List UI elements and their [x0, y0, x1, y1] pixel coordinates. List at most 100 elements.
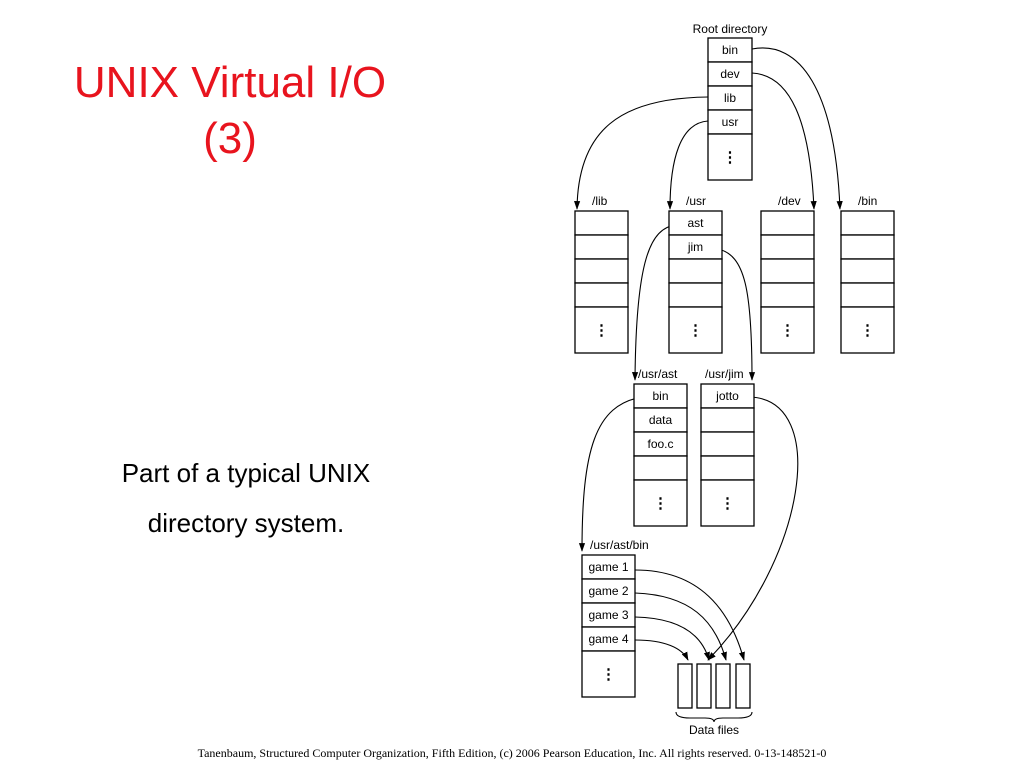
directory-label: /usr/ast/bin — [590, 538, 649, 552]
directory-entry-cell — [760, 210, 815, 236]
arrow-jotto-to-data-file — [707, 396, 799, 661]
slide-title-line-2: (3) — [203, 114, 257, 163]
directory-entry-cell — [633, 455, 688, 481]
directory-dev: /dev⋮ — [760, 194, 815, 354]
slide-title: UNIX Virtual I/O (3) — [30, 55, 430, 167]
ellipsis-icon: ⋮ — [723, 149, 738, 166]
directory-entry-name: usr — [722, 115, 739, 129]
arrow-game3-to-data-file — [634, 616, 710, 661]
ellipsis-icon: ⋮ — [720, 495, 735, 512]
directory-entry-name: lib — [724, 91, 736, 105]
ellipsis-icon: ⋮ — [688, 322, 703, 339]
arrow-usr-ast-to-usr-ast-dir — [631, 224, 677, 381]
directory-entry-cell — [633, 431, 688, 457]
directory-more-entries-cell — [840, 306, 895, 354]
directory-entry-cell — [633, 407, 688, 433]
caption-line-2: directory system. — [147, 508, 345, 538]
directory-usr: /usr ast jim ⋮ — [668, 194, 723, 354]
directory-entry-name: jim — [687, 240, 703, 254]
directory-entry-name: ast — [687, 216, 704, 230]
connector-arrows — [574, 47, 843, 661]
data-file-3 — [715, 663, 731, 709]
directory-entry-name: game 4 — [588, 632, 628, 646]
data-files-brace — [675, 711, 753, 723]
directory-lib: /lib ⋮ — [574, 194, 629, 354]
directory-entry-name: game 2 — [588, 584, 628, 598]
directory-more-entries-cell — [633, 479, 688, 527]
directory-entry-cell — [760, 282, 815, 308]
directory-entry-cell — [574, 258, 629, 284]
data-files: Data files — [675, 663, 753, 737]
directory-entry-cell — [574, 282, 629, 308]
directory-entry-cell — [707, 85, 753, 111]
directory-tables: Root directory bin dev lib usr ⋮ /lib ⋮ /usr ast j… — [574, 22, 895, 698]
directory-entry-cell — [668, 282, 723, 308]
slide-title-line-1: UNIX Virtual I/O — [73, 58, 387, 107]
directory-entry-cell — [574, 234, 629, 260]
data-file-4 — [735, 663, 751, 709]
ellipsis-icon: ⋮ — [653, 495, 668, 512]
ellipsis-icon: ⋮ — [860, 322, 875, 339]
arrow-root-dev-to-dev-dir — [751, 72, 817, 210]
arrow-game1-to-data-file — [634, 569, 745, 661]
arrow-game4-to-data-file — [634, 639, 689, 661]
arrow-game2-to-data-file — [634, 592, 727, 661]
directory-entry-cell — [760, 258, 815, 284]
directory-entry-cell — [760, 234, 815, 260]
directory-entry-cell — [581, 626, 636, 652]
directory-entry-cell — [840, 282, 895, 308]
directory-root: Root directory bin dev lib usr ⋮ — [693, 22, 768, 181]
arrow-root-usr-to-usr-dir — [666, 120, 709, 210]
caption-line-1: Part of a typical UNIX — [121, 458, 371, 488]
directory-label: /usr — [686, 194, 706, 208]
ellipsis-icon: ⋮ — [601, 666, 616, 683]
directory-entry-name: jotto — [715, 389, 739, 403]
slide-caption: Part of a typical UNIX directory system. — [60, 448, 432, 548]
directory-label: /bin — [858, 194, 877, 208]
directory-entry-cell — [700, 455, 755, 481]
directory-entry-cell — [700, 407, 755, 433]
directory-more-entries-cell — [700, 479, 755, 527]
directory-entry-cell — [840, 234, 895, 260]
ellipsis-icon: ⋮ — [594, 322, 609, 339]
directory-entry-cell — [633, 383, 688, 409]
directory-entry-name: bin — [652, 389, 668, 403]
directory-entry-cell — [700, 431, 755, 457]
directory-entry-cell — [668, 234, 723, 260]
directory-bin: /bin ⋮ — [840, 194, 895, 354]
directory-entry-cell — [581, 554, 636, 580]
directory-more-entries-cell — [574, 306, 629, 354]
directory-label: Root directory — [693, 22, 768, 36]
directory-entry-name: game 1 — [588, 560, 628, 574]
data-files-label: Data files — [689, 723, 739, 737]
arrow-usr-jim-to-usr-jim-dir — [717, 248, 756, 381]
directory-entry-name: foo.c — [647, 437, 673, 451]
directory-entry-name: data — [649, 413, 673, 427]
directory-entry-cell — [668, 258, 723, 284]
directory-entry-cell — [840, 258, 895, 284]
directory-entry-cell — [840, 210, 895, 236]
data-file-1 — [677, 663, 693, 709]
directory-more-entries-cell — [581, 650, 636, 698]
arrow-ast-bin-to-usr-ast-bin-dir — [578, 396, 643, 552]
directory-more-entries-cell — [707, 133, 753, 181]
directory-entry-name: dev — [720, 67, 739, 81]
slide-footer: Tanenbaum, Structured Computer Organizat… — [197, 746, 827, 760]
directory-entry-cell — [707, 61, 753, 87]
directory-entry-cell — [707, 109, 753, 135]
arrow-root-lib-to-lib-dir — [574, 96, 709, 210]
directory-entry-cell — [700, 383, 755, 409]
directory-label: /usr/ast — [638, 367, 678, 381]
directory-label: /lib — [592, 194, 608, 208]
directory-usr-jim: /usr/jim jotto ⋮ — [700, 367, 755, 527]
directory-entry-cell — [668, 210, 723, 236]
directory-entry-cell — [707, 37, 753, 63]
directory-more-entries-cell — [760, 306, 815, 354]
directory-entry-name: bin — [722, 43, 738, 57]
directory-label: /usr/jim — [705, 367, 744, 381]
directory-entry-cell — [574, 210, 629, 236]
directory-usr-ast: /usr/ast bin data foo.c ⋮ — [633, 367, 688, 527]
directory-more-entries-cell — [668, 306, 723, 354]
